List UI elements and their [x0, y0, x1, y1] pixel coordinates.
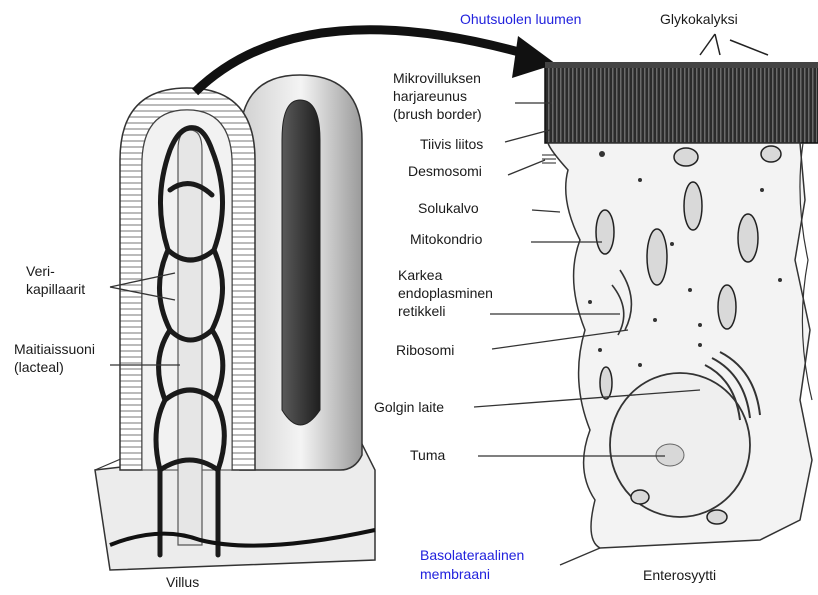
- enterocyte-label: Enterosyytti: [643, 567, 716, 584]
- golgi-label: Golgin laite: [374, 399, 444, 416]
- lacteal-label-line1: Maitiaissuoni: [14, 341, 95, 358]
- lacteal-label-line2: (lacteal): [14, 359, 64, 376]
- desmosome-mark: [542, 155, 556, 163]
- cell-membrane-label: Solukalvo: [418, 200, 479, 217]
- nucleolus: [656, 444, 684, 466]
- capillaries-label-line1: Veri-: [26, 263, 55, 280]
- villus-label: Villus: [166, 574, 199, 591]
- rough-er-label-line3: retikkeli: [398, 303, 445, 320]
- villus-fold-groove: [282, 100, 320, 425]
- basolateral-label-line1: Basolateraalinen: [420, 547, 524, 564]
- brush-border: [545, 65, 818, 143]
- villus-illustration: [95, 75, 375, 570]
- ribosome-label: Ribosomi: [396, 342, 454, 359]
- enterocyte-illustration: [542, 34, 818, 548]
- microvilli-label-line1: Mikrovilluksen: [393, 70, 481, 87]
- mitochondrion-label: Mitokondrio: [410, 231, 482, 248]
- glycocalyx-layer: [545, 62, 818, 68]
- microvilli-label-line3: (brush border): [393, 106, 482, 123]
- rough-er-label-line2: endoplasminen: [398, 285, 493, 302]
- magnify-arrow: [195, 30, 556, 92]
- glycocalyx-label: Glykokalyksi: [660, 11, 738, 28]
- capillaries-label-line2: kapillaarit: [26, 281, 85, 298]
- lumen-label: Ohutsuolen luumen: [460, 11, 581, 28]
- nucleus-label: Tuma: [410, 447, 445, 464]
- basolateral-label-line2: membraani: [420, 566, 490, 583]
- microvilli-label-line2: harjareunus: [393, 88, 467, 105]
- desmosome-label: Desmosomi: [408, 163, 482, 180]
- tight-junction-label: Tiivis liitos: [420, 136, 483, 153]
- glycocalyx-ticks: [700, 34, 768, 55]
- rough-er-label-line1: Karkea: [398, 267, 442, 284]
